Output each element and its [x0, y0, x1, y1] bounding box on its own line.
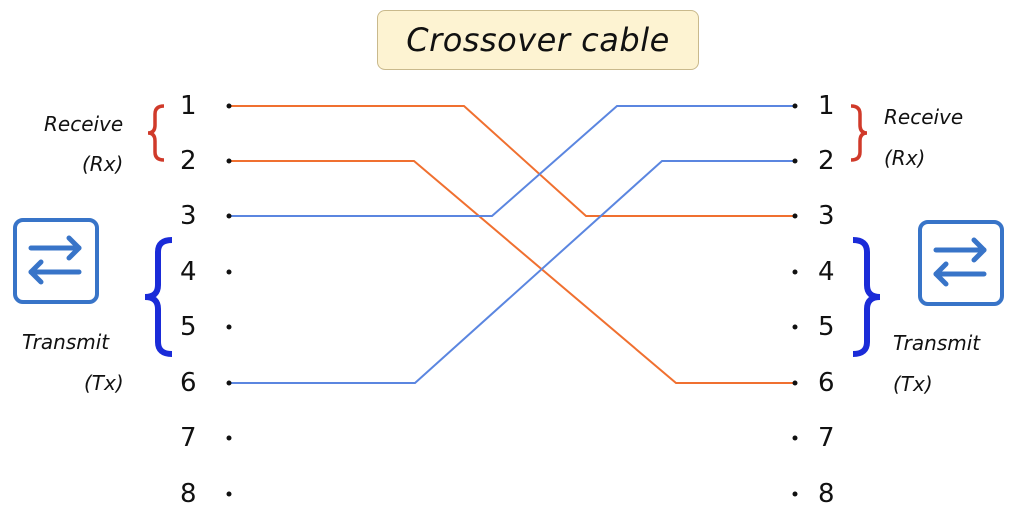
- left-receive-label: Receive: [44, 112, 124, 136]
- right-pin-dots: [792, 103, 798, 497]
- left-pin-8: 8: [180, 479, 197, 509]
- left-pin-dot-4: [226, 269, 232, 275]
- right-receive-abbr: (Rx): [884, 146, 926, 170]
- left-transmit-brace: [144, 237, 173, 357]
- switch-arrows-icon: [933, 237, 987, 287]
- left-pin-7: 7: [180, 423, 197, 453]
- right-pin-1: 1: [818, 91, 835, 121]
- left-pin-dots: [226, 103, 232, 497]
- right-pin-dot-2: [792, 158, 798, 164]
- left-switch-icon: [13, 218, 99, 304]
- wire-left3-right1: [229, 105, 795, 217]
- right-pin-dot-8: [792, 491, 798, 497]
- right-pin-2: 2: [818, 146, 835, 176]
- left-pin-3: 3: [180, 201, 197, 231]
- left-transmit-label: Transmit: [22, 330, 110, 354]
- right-pin-dot-6: [792, 380, 798, 386]
- right-transmit-abbr: (Tx): [893, 372, 933, 396]
- right-pin-dot-4: [792, 269, 798, 275]
- right-pin-5: 5: [818, 312, 835, 342]
- left-pin-dot-7: [226, 435, 232, 441]
- left-transmit-abbr: (Tx): [84, 371, 124, 395]
- title-box: Crossover cable: [377, 10, 699, 70]
- right-pin-7: 7: [818, 423, 835, 453]
- right-pin-dot-3: [792, 213, 798, 219]
- left-pin-dot-8: [226, 491, 232, 497]
- right-pin-3: 3: [818, 201, 835, 231]
- left-pin-dot-1: [226, 103, 232, 109]
- left-receive-abbr: (Rx): [82, 152, 124, 176]
- left-pin-5: 5: [180, 312, 197, 342]
- left-pin-dot-6: [226, 380, 232, 386]
- left-pin-2: 2: [180, 146, 197, 176]
- right-pin-dot-7: [792, 435, 798, 441]
- right-transmit-label: Transmit: [893, 331, 981, 355]
- left-pin-4: 4: [180, 257, 197, 287]
- page-title: Crossover cable: [406, 21, 670, 59]
- left-pin-dot-2: [226, 158, 232, 164]
- right-pin-6: 6: [818, 368, 835, 398]
- right-transmit-brace: [852, 237, 881, 357]
- right-pin-4: 4: [818, 257, 835, 287]
- switch-arrows-icon: [28, 235, 82, 285]
- wire-left2-right6: [229, 160, 795, 384]
- left-pin-dot-3: [226, 213, 232, 219]
- left-pin-6: 6: [180, 368, 197, 398]
- left-receive-brace: [147, 104, 165, 162]
- right-switch-icon: [918, 220, 1004, 306]
- right-pin-dot-5: [792, 324, 798, 330]
- left-pin-1: 1: [180, 91, 197, 121]
- wire-left1-right3: [229, 105, 795, 217]
- wire-left6-right2: [229, 160, 795, 384]
- right-receive-brace: [850, 104, 868, 162]
- right-receive-label: Receive: [884, 105, 964, 129]
- left-pin-dot-5: [226, 324, 232, 330]
- right-pin-8: 8: [818, 479, 835, 509]
- right-pin-dot-1: [792, 103, 798, 109]
